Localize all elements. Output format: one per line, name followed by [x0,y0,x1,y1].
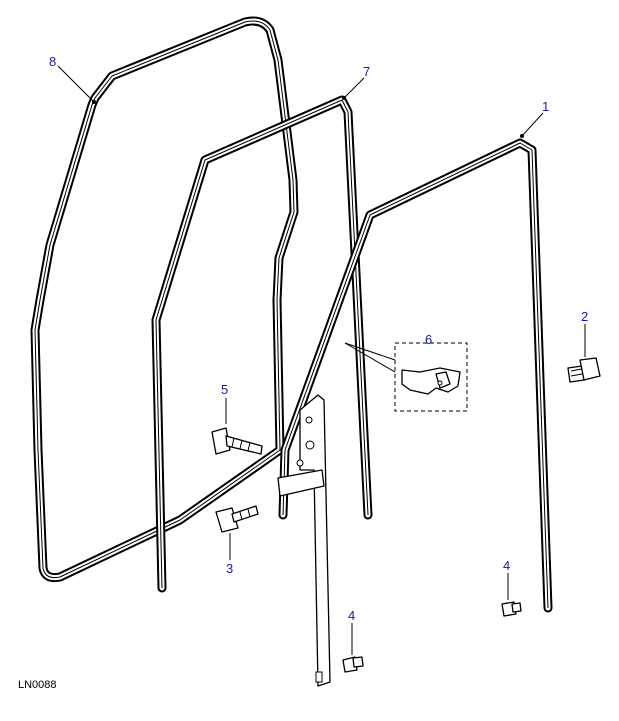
part-7-glass-run-channel[interactable] [151,95,373,593]
part-6-clip-inset[interactable] [344,342,468,412]
callout-1: 1 [542,99,549,114]
part-3-bolt[interactable] [215,505,259,533]
callout-4-bottom: 4 [348,608,355,623]
leader-lines [57,65,586,655]
part-1-run-channel[interactable] [277,138,553,687]
callout-3: 3 [226,561,233,576]
callout-7: 7 [363,64,370,79]
callout-8: 8 [49,54,56,69]
part-4-screw-right[interactable] [501,601,522,617]
callout-5: 5 [221,382,228,397]
part-5-bolt[interactable] [211,427,263,455]
callout-6: 6 [425,332,432,347]
part-8-door-seal[interactable] [30,16,299,583]
callout-2: 2 [581,309,588,324]
diagram-reference-id: LN0088 [18,679,57,691]
part-2-screw[interactable] [567,357,601,383]
part-4-screw-bottom[interactable] [342,656,364,673]
callout-4-right: 4 [503,558,510,573]
